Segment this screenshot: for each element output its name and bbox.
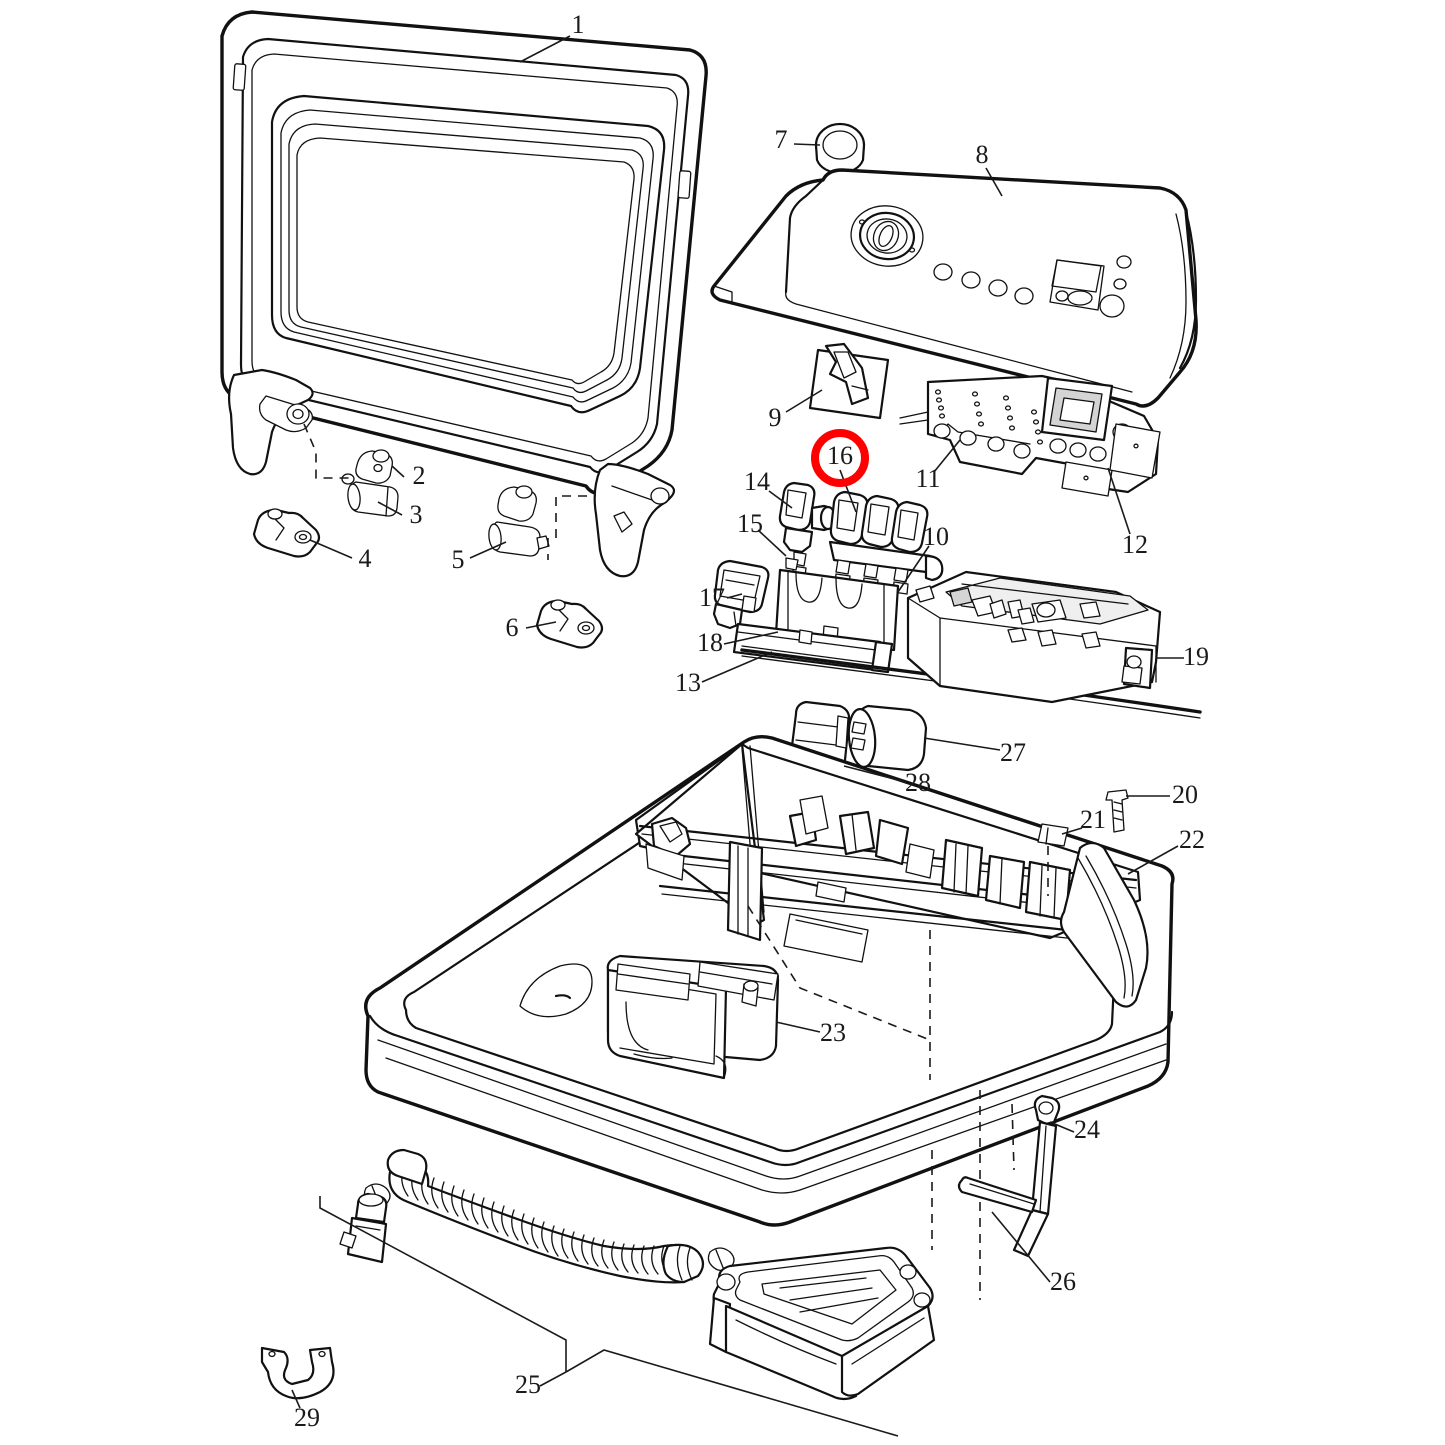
- program-selector-knob: [814, 122, 866, 175]
- callout-label-10: 10: [923, 522, 949, 551]
- part-4-body: [252, 508, 321, 558]
- callout-label-6: 6: [506, 613, 519, 642]
- callout-label-13: 13: [675, 668, 701, 697]
- retaining-clip: [1037, 823, 1069, 847]
- callout-label-3: 3: [410, 500, 423, 529]
- lid-lock-latch: [808, 342, 890, 420]
- callout-label-21: 21: [1080, 805, 1106, 834]
- callout-label-26: 26: [1050, 1267, 1076, 1296]
- single-inlet-solenoid-valve: [778, 481, 837, 577]
- callout-label-19: 19: [1183, 642, 1209, 671]
- callout-label-25: 25: [515, 1370, 541, 1399]
- mounting-rail: [732, 622, 894, 674]
- callout-label-9: 9: [769, 403, 782, 432]
- part-5-body: [488, 485, 550, 557]
- callout-label-14: 14: [744, 467, 770, 496]
- callout-label-11: 11: [915, 464, 940, 493]
- callout-label-22: 22: [1179, 825, 1205, 854]
- sump-filter-housing: [708, 1246, 936, 1401]
- control-membrane-pcb: [899, 374, 1161, 497]
- top-panel-assembly: [364, 734, 1175, 1300]
- callout-label-4: 4: [359, 544, 372, 573]
- part-3-body: [341, 473, 399, 517]
- lid-release-rod: [957, 1176, 1038, 1214]
- callout-label-8: 8: [976, 140, 989, 169]
- pressure-switch: [712, 559, 770, 630]
- fixing-screw: [1105, 789, 1129, 833]
- valve-support-bracket: [774, 568, 900, 652]
- callout-label-7: 7: [775, 125, 788, 154]
- motor-run-capacitor: [847, 704, 928, 772]
- callout-label-1: 1: [572, 10, 585, 39]
- part-2-body: [355, 449, 393, 484]
- callout-label-23: 23: [820, 1018, 846, 1047]
- callout-label-12: 12: [1122, 530, 1148, 559]
- hose-retaining-clip: [260, 1346, 335, 1400]
- part-6-body: [535, 599, 604, 649]
- triple-inlet-solenoid-valve: [828, 490, 944, 595]
- main-electronic-control-module: [906, 570, 1162, 704]
- callout-label-20: 20: [1172, 780, 1198, 809]
- callout-label-28: 28: [905, 768, 931, 797]
- hinge-hardware-group: [252, 423, 604, 649]
- callout-label-2: 2: [413, 461, 426, 490]
- detergent-dispenser-drawer: [606, 954, 780, 1080]
- callout-label-27: 27: [1000, 738, 1026, 767]
- callout-label-17: 17: [699, 583, 725, 612]
- callout-label-29: 29: [294, 1403, 320, 1432]
- callout-label-5: 5: [452, 545, 465, 574]
- leader-lines: [291, 35, 1184, 1437]
- callout-label-18: 18: [697, 628, 723, 657]
- control-panel-assembly: [710, 122, 1198, 408]
- lid-catch-striker: [1012, 1094, 1061, 1258]
- highlight-circle-annotation: [811, 429, 869, 487]
- callout-label-15: 15: [737, 509, 763, 538]
- callout-label-16: 16: [827, 441, 853, 470]
- callout-label-24: 24: [1074, 1115, 1100, 1144]
- lid-frame-assembly: [220, 10, 708, 578]
